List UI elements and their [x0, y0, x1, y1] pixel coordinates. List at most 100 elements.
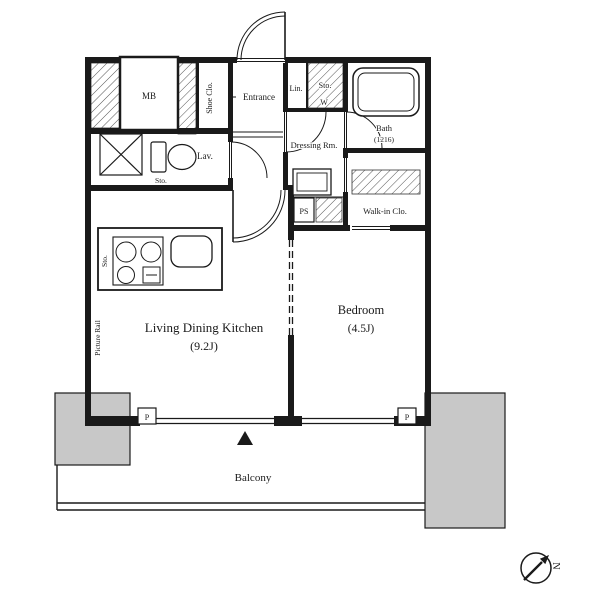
- entrance-door-arc: [240, 15, 286, 61]
- burner-icon: [115, 241, 137, 263]
- dressing-door-arc: [285, 111, 327, 153]
- ps-hatch-box: [315, 197, 343, 223]
- bath-door-arc: [345, 111, 383, 149]
- sliding-door: [288, 240, 294, 335]
- wall-segment: [283, 152, 288, 190]
- window-ldk: [140, 417, 274, 425]
- hatch-areas: [90, 62, 421, 223]
- pipe-space-box: [293, 197, 315, 223]
- wall-segment: [283, 63, 288, 112]
- wall-segment: [343, 148, 348, 158]
- toilet-bowl: [167, 143, 197, 171]
- compass-arrowhead: [539, 555, 549, 565]
- wall-segment: [85, 57, 91, 416]
- threshold-line: [284, 112, 287, 152]
- wall-segment: [288, 335, 294, 416]
- bathtub-inner: [357, 72, 415, 112]
- pillar-box-left: [137, 407, 157, 425]
- windows: [140, 417, 394, 425]
- wall-segment: [285, 57, 431, 63]
- sink-icon: [170, 235, 213, 268]
- burner-icon: [140, 241, 162, 263]
- wall-segment: [390, 225, 431, 231]
- meter-box-outline: [118, 55, 180, 132]
- label-storage-lav: Sto.: [155, 176, 167, 185]
- toilet-icon: [150, 141, 197, 173]
- threshold-line: [344, 158, 347, 192]
- wall-segment: [343, 63, 348, 112]
- label-storage-top: Sto.: [319, 81, 332, 90]
- room-label-ldk: Living Dining Kitchen: [145, 320, 264, 335]
- label-storage-kitchen: Sto.: [100, 255, 109, 267]
- wall-segment: [274, 416, 302, 426]
- wall-segment: [85, 416, 140, 426]
- threshold-line: [229, 142, 232, 178]
- column-left: [54, 392, 131, 466]
- door-arcs: [230, 11, 383, 243]
- bathtub-icon: [352, 67, 420, 117]
- wall-segment: [306, 63, 308, 108]
- wall-segment: [196, 63, 199, 128]
- wall-hatch-left-of-mb: [90, 62, 121, 129]
- wall-segment: [348, 148, 425, 153]
- room-label-bedroom: Bedroom: [338, 303, 385, 317]
- compass-icon: N: [520, 552, 562, 584]
- wall-segment: [91, 185, 233, 191]
- labels: MB Shoe Clo. Entrance Lin. Sto. W Bath (…: [92, 80, 411, 485]
- label-entrance: Entrance: [243, 92, 275, 102]
- wall-segment: [228, 178, 233, 185]
- wall-hatch-right-of-mb: [177, 62, 197, 135]
- structural-columns: [54, 392, 506, 529]
- genkan-step-line: [233, 131, 283, 138]
- threshold-line: [352, 226, 390, 230]
- washer-pan-inner: [296, 172, 328, 192]
- wall-segment: [425, 57, 431, 416]
- ldk-door-arc: [232, 189, 286, 243]
- label-walk-in-closet: Walk-in Clo.: [363, 206, 407, 216]
- compass-needle: [523, 561, 543, 581]
- label-pillar-left: P: [145, 413, 150, 422]
- room-label-ldk-size: (9.2J): [190, 339, 218, 353]
- walkin-hanger-hatch: [351, 169, 421, 195]
- x-box-diagonals: [99, 133, 143, 176]
- room-label-balcony: Balcony: [235, 472, 272, 484]
- wall-segment: [288, 225, 350, 231]
- pillar-box-right: [397, 407, 417, 425]
- shaft-x-box-icon: [99, 133, 143, 176]
- label-linen: Lin.: [289, 84, 302, 93]
- label-shoe-closet: Shoe Clo.: [205, 82, 214, 114]
- label-lavatory: Lav.: [197, 151, 213, 161]
- burner-icon: [117, 266, 135, 284]
- opening-lines: [229, 58, 390, 230]
- threshold-line: [237, 58, 285, 62]
- wall-segment: [288, 185, 294, 240]
- label-washer: W: [320, 98, 328, 107]
- label-meter-box: MB: [142, 91, 156, 101]
- kitchen-counter: [97, 227, 223, 291]
- label-pipe-space: PS: [300, 207, 309, 216]
- ps-box-outline: [293, 197, 315, 223]
- threshold-line: [344, 112, 347, 148]
- balcony-direction-triangle-icon: [237, 431, 253, 445]
- wall-segment: [343, 192, 348, 231]
- washer-pan-icon: [292, 168, 332, 196]
- entrance-door-arc: [236, 11, 286, 61]
- label-bath: Bath: [376, 123, 393, 133]
- toilet-tank: [150, 141, 167, 173]
- ldk-door-arc: [232, 189, 282, 239]
- balcony-rail: [56, 465, 425, 511]
- compass-north-label: N: [550, 562, 561, 569]
- window-bedroom: [302, 417, 394, 425]
- column-right: [424, 392, 506, 529]
- meter-box: [118, 55, 180, 132]
- wall-segment: [288, 108, 345, 112]
- lav-door-arc: [230, 141, 268, 179]
- label-bath-size: (1216): [374, 135, 394, 144]
- wall-segment: [228, 63, 233, 128]
- label-dressing-room: Dressing Rm.: [291, 140, 338, 150]
- pillar-markers: [137, 407, 417, 425]
- compass-circle: [520, 552, 552, 584]
- room-label-bedroom-size: (4.5J): [348, 323, 375, 335]
